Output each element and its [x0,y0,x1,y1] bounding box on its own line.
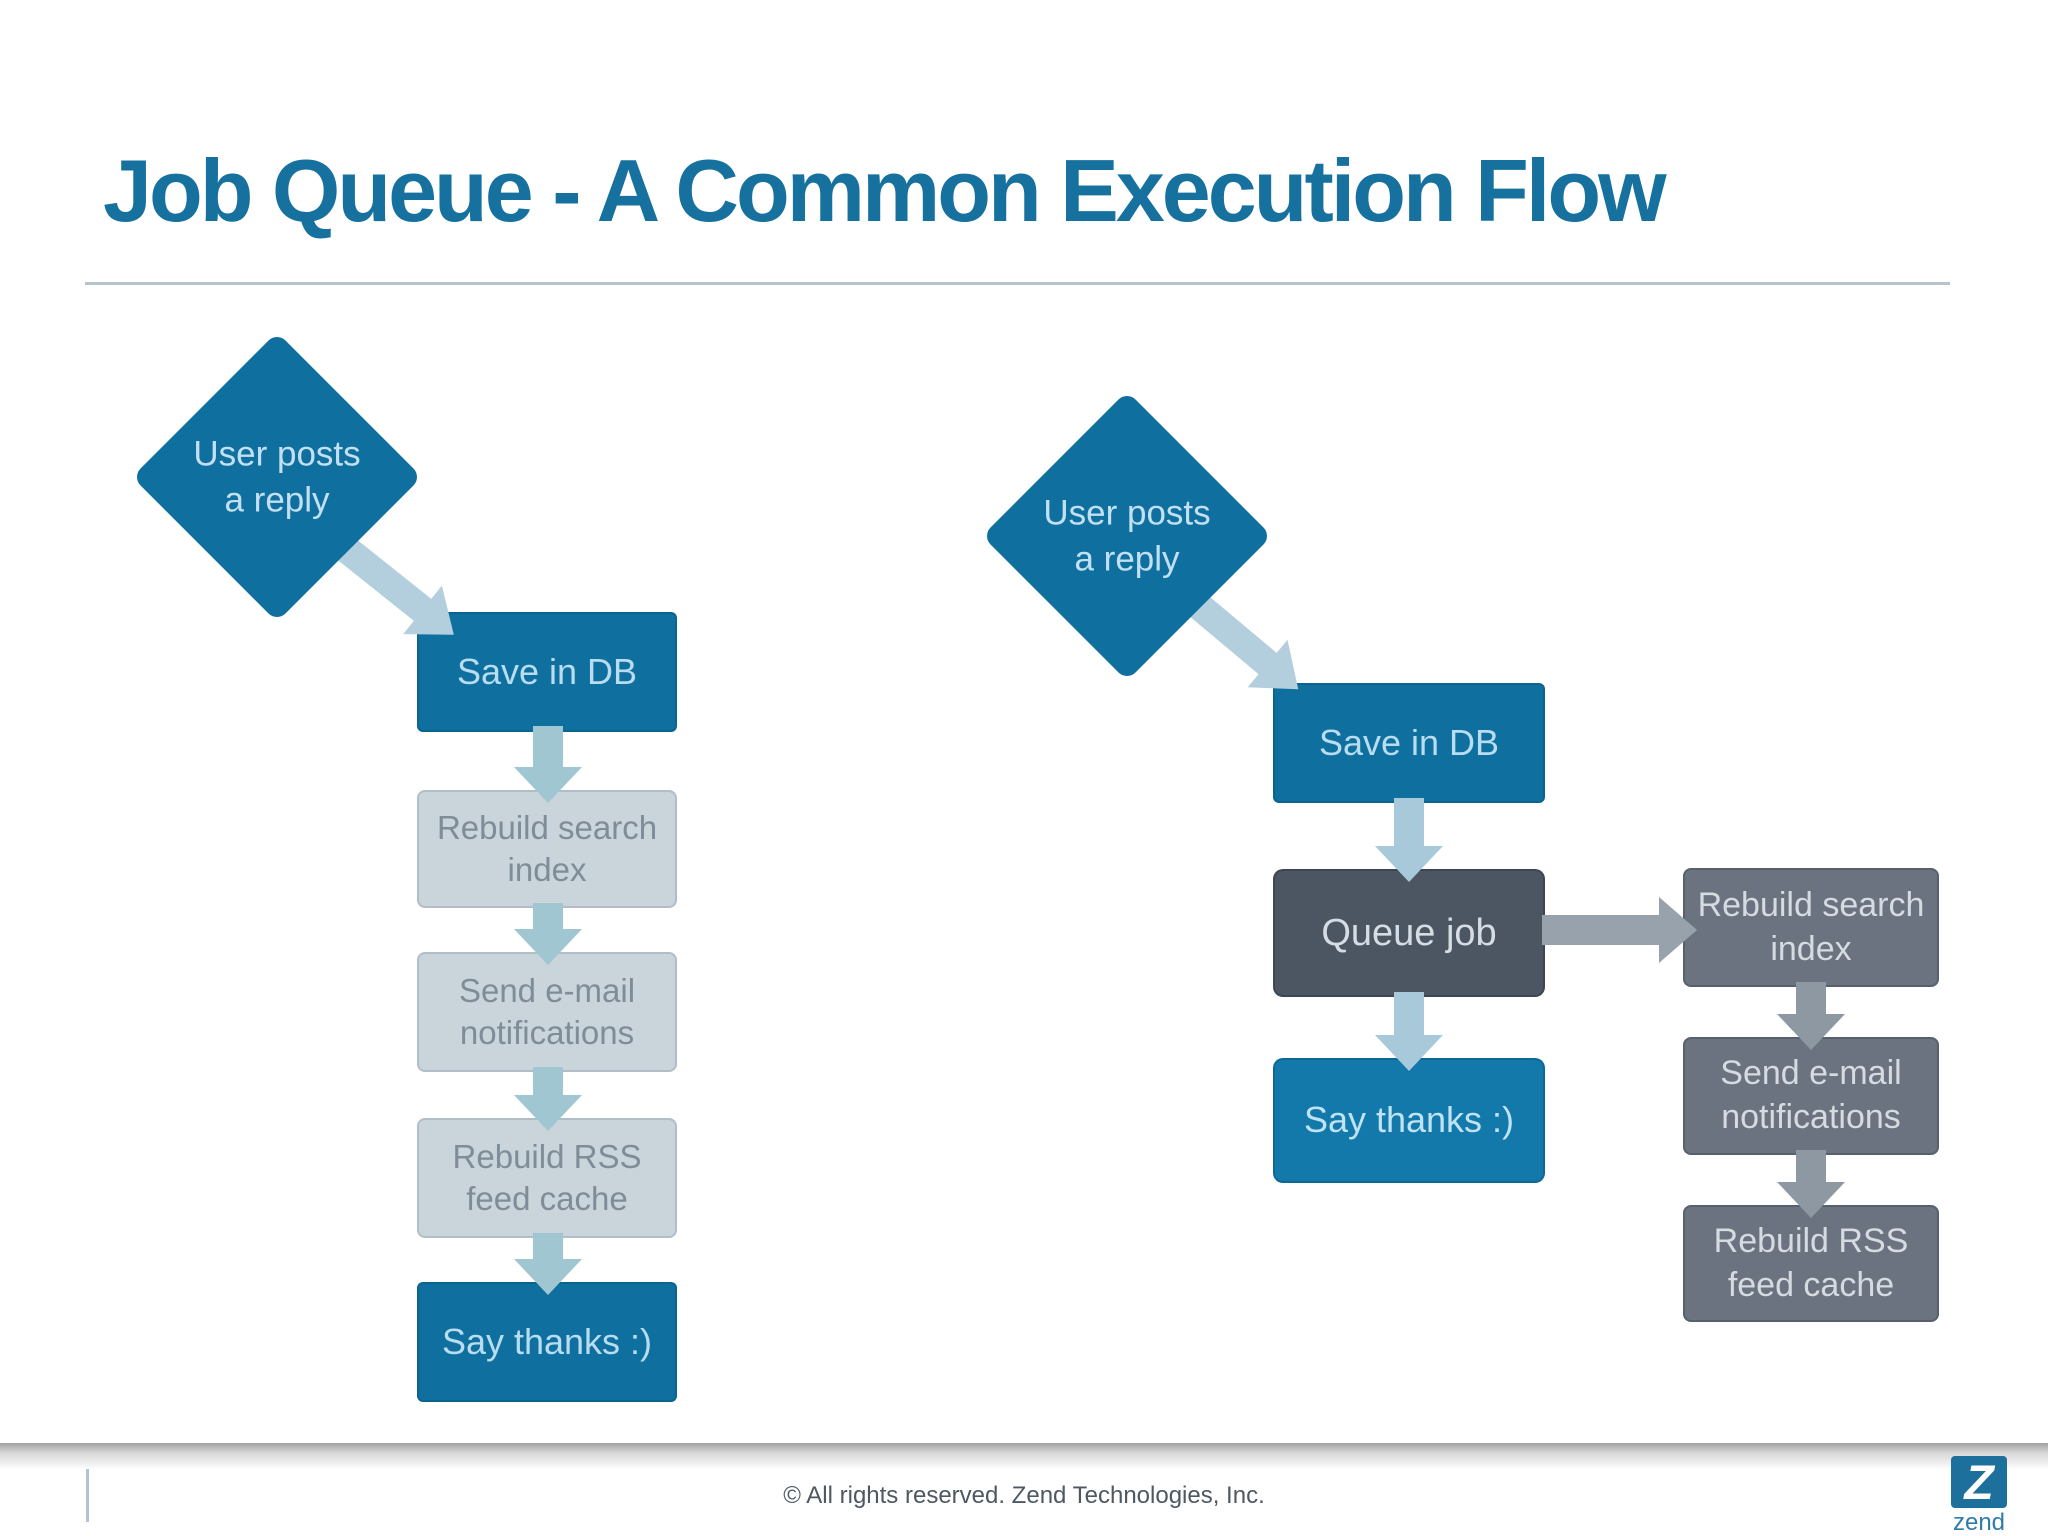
node-label: User posts a reply [193,434,361,520]
node-label: User posts a reply [1043,493,1211,579]
title-underline [85,282,1950,285]
node-label: Rebuild search index [1697,885,1925,968]
node-label: Save in DB [456,650,638,692]
left-flow-node-save-in-db: Save in DB [417,612,677,732]
left-flow-node-send-email-notifications: Send e-mail notifications [417,952,677,1072]
right-flow-node-save-in-db: Save in DB [1273,683,1545,803]
zend-wordmark: zend [1953,1509,2005,1534]
node-label: Send e-mail notifications [1720,1054,1902,1136]
node-label: Send e-mail notifications [458,971,636,1051]
footer-divider-line [86,1469,89,1522]
right-flow-node-send-email-notifications: Send e-mail notifications [1683,1037,1939,1155]
node-label: Rebuild search index [436,808,658,888]
zend-logo-square [1951,1456,2007,1508]
left-flow-node-rebuild-rss-feed-cache: Rebuild RSS feed cache [417,1118,677,1238]
left-flow-node-rebuild-search-index: Rebuild search index [417,790,677,908]
zend-logo-mark: Z [1962,1457,1995,1510]
node-label: Queue job [1321,911,1497,954]
zend-logo: Z zend [1951,1456,2007,1534]
left-flow-node-say-thanks: Say thanks :) [417,1282,677,1402]
right-flow-node-queue-job: Queue job [1273,869,1545,997]
slide-title: Job Queue - A Common Execution Flow [103,141,1667,240]
diamond-label-wrap: User posts a reply [1025,434,1230,639]
node-label: Say thanks :) [1303,1099,1515,1141]
slide-bottom-edge [0,1443,2048,1469]
left-flow-start-diamond: User posts a reply [132,332,422,622]
node-label: Rebuild RSS feed cache [1713,1221,1909,1304]
footer-copyright: © All rights reserved. Zend Technologies… [783,1482,1265,1509]
diamond-label-wrap: User posts a reply [175,375,380,580]
node-label: Save in DB [1318,721,1500,763]
arrow-queue-job-to-rebuild-search [1542,897,1697,963]
right-flow-node-rebuild-rss-feed-cache: Rebuild RSS feed cache [1683,1205,1939,1322]
right-flow-start-diamond: User posts a reply [982,391,1272,681]
node-label: Say thanks :) [441,1320,653,1362]
node-label: Rebuild RSS feed cache [452,1137,642,1217]
right-flow-node-rebuild-search-index: Rebuild search index [1683,868,1939,987]
right-flow-node-say-thanks: Say thanks :) [1273,1058,1545,1183]
